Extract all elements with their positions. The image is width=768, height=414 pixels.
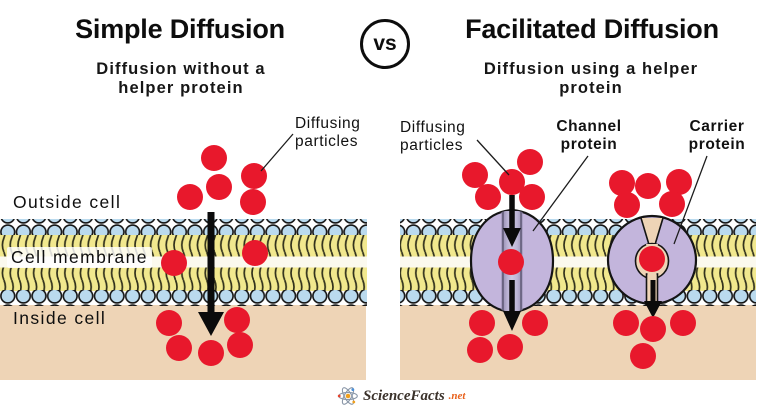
- carrier-protein-line1: Carrier: [689, 118, 745, 135]
- diffusing-particle: [224, 307, 250, 333]
- diffusing-particle: [242, 240, 268, 266]
- diffusing-particles-label-left: Diffusing particles: [295, 115, 360, 150]
- diffusing-particle: [475, 184, 501, 210]
- cell-membrane-right: [400, 219, 756, 306]
- diffusing-right-line1: Diffusing: [400, 119, 466, 136]
- right-panel-title: Facilitated Diffusion: [465, 14, 719, 44]
- leader-carrier-protein: [673, 155, 708, 245]
- left-subtitle-line2: helper protein: [118, 79, 244, 97]
- channel-protein-label: Channel protein: [543, 118, 635, 153]
- diffusing-particle: [161, 250, 187, 276]
- diffusing-particle: [469, 310, 495, 336]
- right-subtitle-line1: Diffusion using a helper: [483, 60, 699, 78]
- right-panel-subtitle: Diffusion using a helper protein: [450, 60, 732, 98]
- left-panel-subtitle: Diffusion without a helper protein: [55, 60, 307, 98]
- diffusing-particle: [640, 316, 666, 342]
- atom-icon: [337, 387, 358, 405]
- carrier-protein-line2: protein: [688, 135, 746, 153]
- diffusing-particle: [198, 340, 224, 366]
- diffusing-particle: [517, 149, 543, 175]
- diffusing-particle: [666, 169, 692, 195]
- diffusing-particle: [156, 310, 182, 336]
- leader-diffusing-left: [260, 133, 294, 172]
- diffusing-particle: [206, 174, 232, 200]
- outside-cell-label: Outside cell: [13, 192, 122, 212]
- diffusing-particle: [609, 170, 635, 196]
- diffusing-particle: [467, 337, 493, 363]
- diffusing-particle: [499, 169, 525, 195]
- diffusing-particle: [522, 310, 548, 336]
- diffusing-particle: [613, 310, 639, 336]
- leader-channel-protein: [532, 155, 589, 232]
- channel-protein-line2: protein: [560, 135, 618, 153]
- diffusing-particle: [639, 246, 665, 272]
- channel-protein-line1: Channel: [556, 118, 622, 135]
- diffusing-particle: [177, 184, 203, 210]
- label-leader-lines: [260, 133, 708, 245]
- vs-badge: vs: [360, 19, 410, 69]
- brand-footer: ScienceFacts .net: [337, 385, 465, 407]
- channel-arrow-lower: [503, 280, 521, 331]
- diffusing-particles-layer: [156, 145, 696, 369]
- diffusing-right-line2: particles: [400, 136, 464, 154]
- vs-text: vs: [373, 32, 397, 55]
- carrier-arrow: [644, 280, 662, 318]
- diffusing-particle: [462, 162, 488, 188]
- diffusing-particle: [166, 335, 192, 361]
- cell-membrane-label: Cell membrane: [7, 247, 152, 268]
- brand-name: ScienceFacts: [363, 387, 445, 404]
- inside-cell-region-right: [400, 305, 756, 380]
- diffusing-particle: [519, 184, 545, 210]
- left-panel-title: Simple Diffusion: [75, 14, 285, 44]
- left-subtitle-line1: Diffusion without a: [96, 60, 266, 78]
- diffusing-particle: [635, 173, 661, 199]
- diffusing-left-line2: particles: [295, 132, 359, 150]
- diffusing-particle: [498, 249, 524, 275]
- diffusing-particle: [201, 145, 227, 171]
- diffusing-particle: [497, 334, 523, 360]
- diffusing-particle: [670, 310, 696, 336]
- diffusing-particle: [614, 192, 640, 218]
- brand-domain-suffix: .net: [448, 390, 466, 402]
- diffusing-left-line1: Diffusing: [295, 115, 361, 132]
- diffusing-particle: [227, 332, 253, 358]
- leader-diffusing-right: [476, 139, 510, 176]
- diffusing-particle: [659, 191, 685, 217]
- channel-arrow-upper: [503, 195, 521, 247]
- diffusing-particle: [630, 343, 656, 369]
- diffusing-particles-label-right: Diffusing particles: [400, 119, 465, 154]
- simple-diffusion-arrow: [198, 212, 224, 336]
- diffusing-particle: [240, 189, 266, 215]
- diffusing-particle: [241, 163, 267, 189]
- right-subtitle-line2: protein: [559, 79, 623, 97]
- carrier-protein-label: Carrier protein: [669, 118, 765, 153]
- inside-cell-label: Inside cell: [13, 308, 107, 328]
